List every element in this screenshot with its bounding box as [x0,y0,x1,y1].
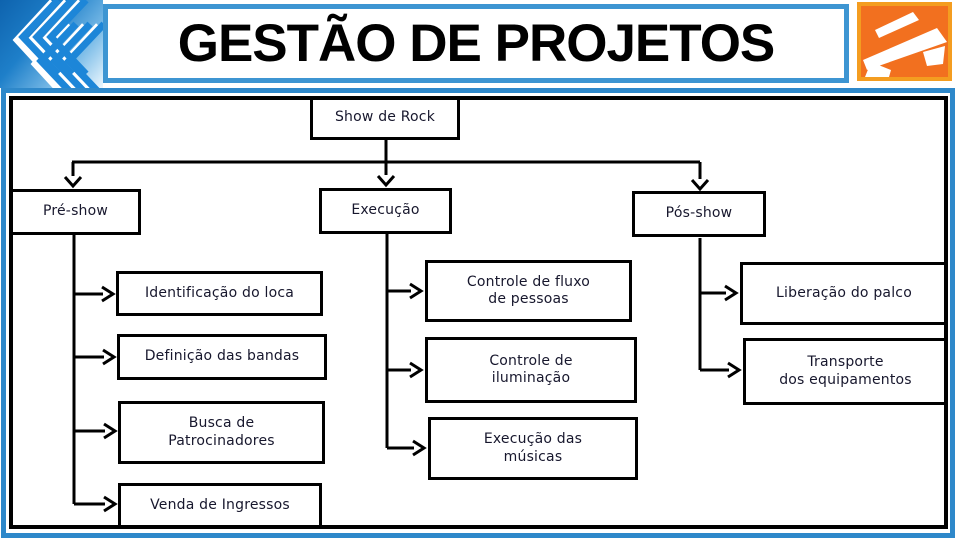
title-box: GESTÃO DE PROJETOS [103,4,849,83]
arrowhead-right-pos2 [727,361,742,379]
arrowhead-right-pre1 [101,285,116,303]
wbs-node-pos-show: Pós-show [632,191,766,237]
arrowhead-down-exec [376,175,396,188]
wbs-node-definicao-bandas: Definição das bandas [117,334,327,380]
wbs-node-root: Show de Rock [310,96,460,140]
triple-chevron-left-icon [12,0,103,88]
arrowhead-right-exec1 [409,282,424,300]
orange-logo [857,2,952,81]
wbs-node-execucao-musicas: Execução das músicas [428,417,638,480]
wbs-node-transporte-equipamentos: Transporte dos equipamentos [743,338,948,405]
wbs-node-execucao: Execução [319,188,452,234]
chevron-logo [0,0,103,88]
wbs-node-liberacao-palco: Liberação do palco [740,262,948,325]
wbs-node-controle-fluxo: Controle de fluxo de pessoas [425,260,632,322]
arrowhead-right-exec3 [412,439,427,457]
wbs-node-pre-show: Pré-show [10,189,141,235]
arrowhead-right-pos1 [724,284,739,302]
arrowhead-right-pre2 [102,348,117,366]
wbs-node-venda-ingressos: Venda de Ingressos [118,483,322,528]
wbs-node-identificacao-local: Identificação do loca [116,271,323,316]
arrowhead-right-pre4 [103,495,118,513]
wbs-node-busca-patrocinadores: Busca de Patrocinadores [118,401,325,464]
arrowhead-right-exec2 [409,361,424,379]
wbs-node-controle-iluminacao: Controle de iluminação [425,337,637,403]
arrowhead-down-pre [63,176,83,189]
arrowhead-right-pre3 [103,422,118,440]
arrowhead-down-pos [690,179,710,192]
page-title: GESTÃO DE PROJETOS [177,14,776,73]
orange-abstract-a-icon [863,12,947,77]
